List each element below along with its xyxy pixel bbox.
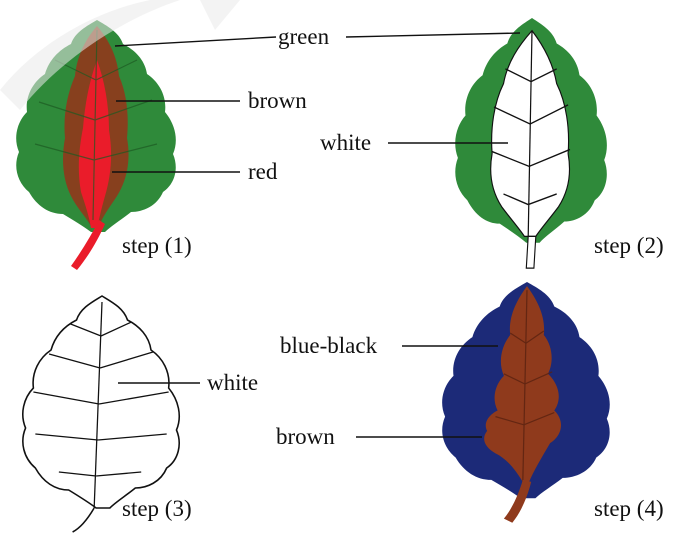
- label-step1-green: green: [278, 25, 329, 48]
- label-step2-white: white: [320, 131, 371, 154]
- step2-stalk: [526, 236, 536, 268]
- label-step1-red: red: [248, 160, 277, 183]
- leader-step1-green: [115, 37, 276, 46]
- caption-step2: step (2): [594, 234, 664, 257]
- caption-step4: step (4): [594, 497, 664, 520]
- caption-step1: step (1): [122, 234, 192, 257]
- step3-stalk: [73, 508, 95, 532]
- caption-step3: step (3): [122, 497, 192, 520]
- label-step3-white: white: [207, 371, 258, 394]
- label-step4-brown: brown: [276, 425, 335, 448]
- step4-leaf: [442, 282, 610, 523]
- label-step4-blue-black: blue-black: [280, 334, 377, 357]
- leader-step2-green: [346, 33, 520, 37]
- label-step1-brown: brown: [248, 89, 307, 112]
